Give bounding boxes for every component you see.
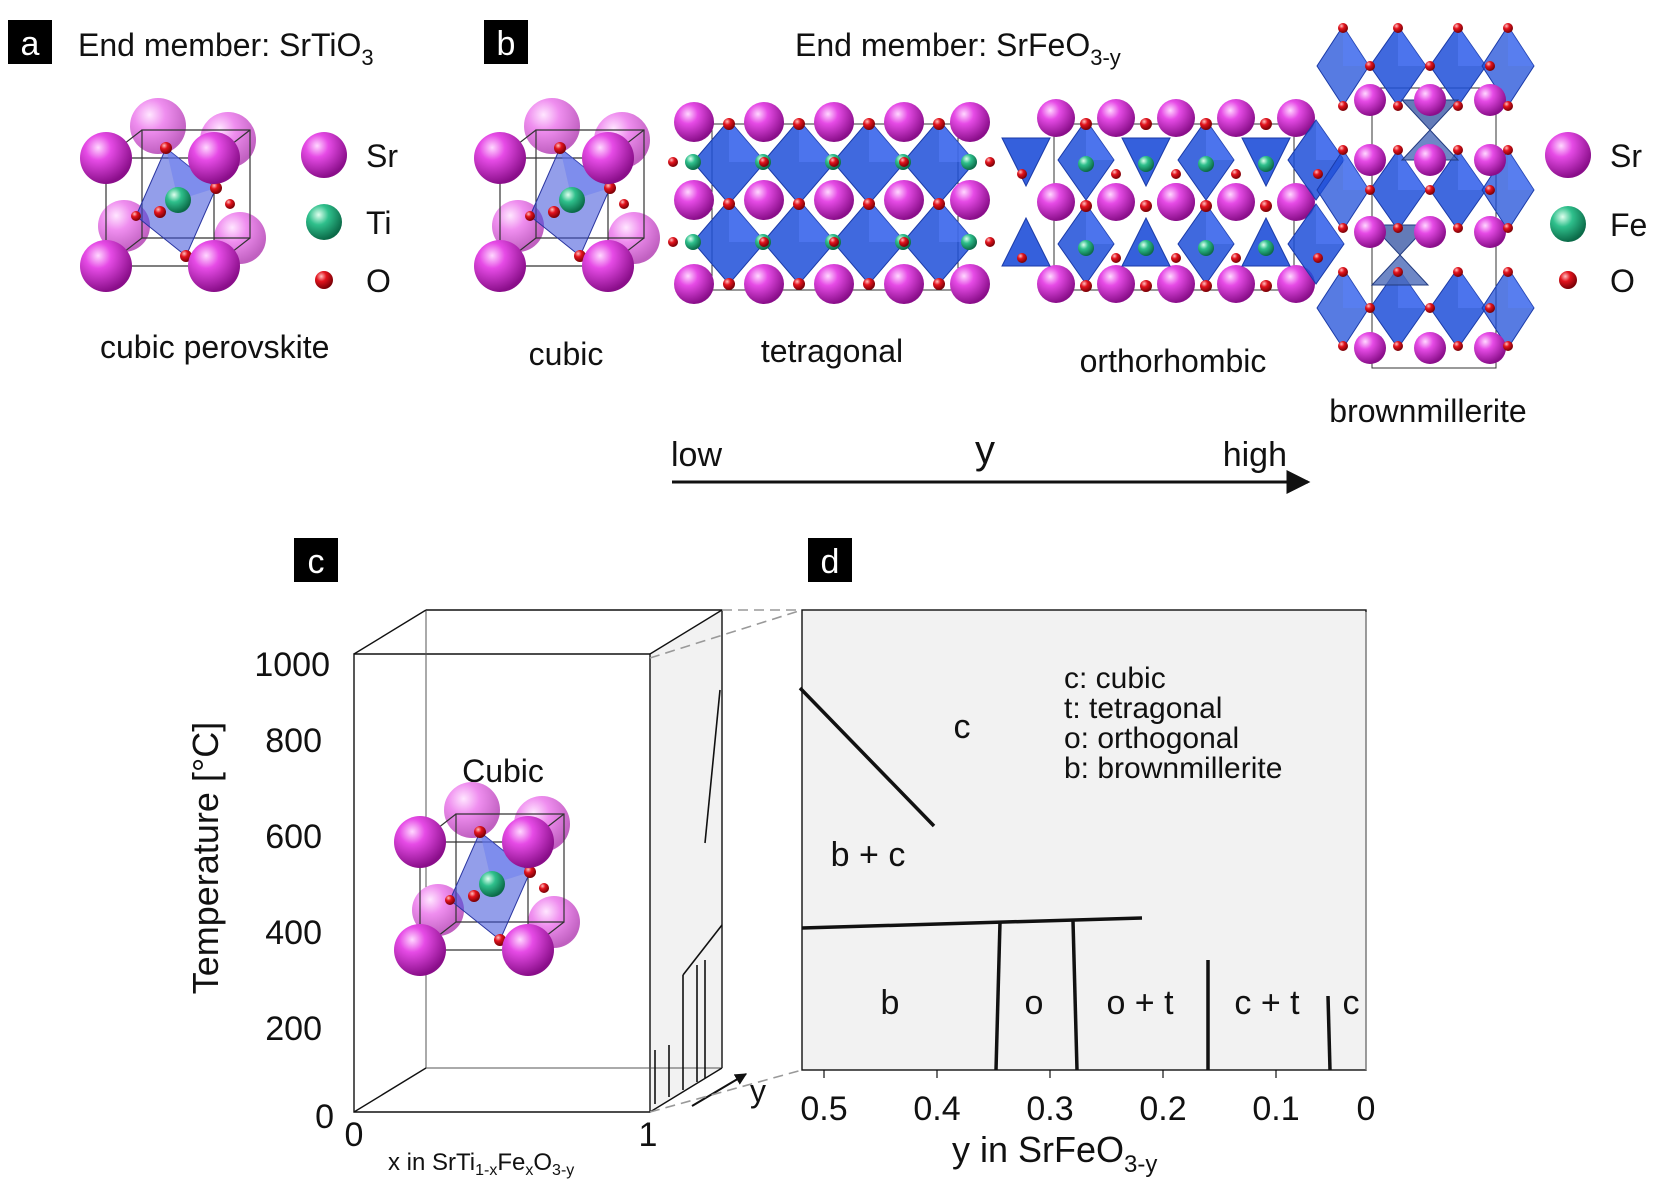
legend-sr-sphere [301, 132, 347, 178]
xtick-0: 0 [345, 1116, 364, 1154]
panel-d-legend: c: cubic t: tetragonal o: orthogonal b: … [1064, 662, 1282, 785]
panel-a-tag-text: a [21, 25, 40, 63]
panel-d-xlabel: y in SrFeO3-y [952, 1129, 1157, 1178]
panel-d-regions: c b + c b o o + t c + t c [831, 708, 1360, 1022]
panel-c-ylabel: Temperature [°C] [185, 722, 226, 995]
region-c-plus-t: c + t [1234, 984, 1300, 1022]
boundary-b-o [994, 921, 1002, 1071]
panel-b-label-tetragonal: tetragonal [761, 333, 903, 369]
legend-d-cubic: c: cubic [1064, 662, 1166, 695]
xtick-d-0.4: 0.4 [913, 1090, 960, 1128]
legend-d-brownmillerite: b: brownmillerite [1064, 752, 1282, 785]
arrow-low-label: low [671, 436, 722, 474]
panel-c-right-face [650, 610, 722, 1112]
panel-c-xlabel: x in SrTi1-xFexO3-y [388, 1149, 574, 1179]
panel-d: d c b + c b o o + t c + t c c: cubic t: [798, 538, 1375, 1178]
boundary-o-ot [1071, 920, 1079, 1071]
panel-b-tag: b [484, 20, 528, 64]
panel-d-xticks: 0.5 0.4 0.3 0.2 0.1 0 [800, 1090, 1375, 1128]
ytick-800: 800 [265, 722, 322, 760]
legend-b-o-sphere [1559, 271, 1577, 289]
zoom-line-top [649, 609, 803, 659]
panel-c-depth-label: y [750, 1073, 766, 1109]
panel-b-label-cubic: cubic [529, 336, 604, 372]
legend-b-fe-sphere [1550, 206, 1586, 242]
panel-a: a End member: SrTiO3 Sr Ti O cubic perov… [8, 20, 398, 365]
ytick-400: 400 [265, 914, 322, 952]
panel-b-label-brownmillerite: brownmillerite [1329, 393, 1526, 429]
panel-c-tag: c [294, 538, 338, 582]
region-c-top: c [954, 708, 971, 746]
panel-c-yticks: 1000 800 600 400 200 0 [254, 646, 334, 1136]
legend-o-sphere [315, 271, 333, 289]
panel-b-tag-text: b [497, 25, 516, 63]
panel-d-tag: d [808, 538, 852, 582]
panel-d-plot-area [801, 609, 1367, 1071]
panel-d-tag-text: d [821, 543, 840, 581]
xtick-d-0.1: 0.1 [1252, 1090, 1299, 1128]
ytick-0: 0 [315, 1098, 334, 1136]
zoom-line-bottom [649, 1069, 803, 1113]
panel-b-label-orthorhombic: orthorhombic [1080, 343, 1267, 379]
region-b: b [881, 984, 900, 1022]
panel-b-orthorhombic-structure [1001, 99, 1345, 303]
boundary-ct-c [1326, 995, 1332, 1071]
panel-c-depth-arrow [691, 1073, 748, 1107]
ytick-600: 600 [265, 818, 322, 856]
panel-a-tag: a [8, 20, 52, 64]
xtick-d-0.2: 0.2 [1139, 1090, 1186, 1128]
panel-a-title: End member: SrTiO3 [78, 27, 374, 70]
panel-a-cubic-structure [79, 97, 267, 293]
ytick-200: 200 [265, 1010, 322, 1048]
panel-b-title: End member: SrFeO3-y [795, 27, 1121, 70]
legend-sr-label: Sr [366, 138, 398, 174]
panel-c-face-lines [654, 689, 723, 1104]
xtick-1: 1 [639, 1116, 658, 1154]
legend-ti-label: Ti [366, 205, 391, 241]
legend-d-orthogonal: o: orthogonal [1064, 722, 1239, 755]
xtick-d-0: 0 [1357, 1090, 1376, 1128]
legend-b-fe-label: Fe [1610, 207, 1647, 243]
panel-c-tag-text: c [308, 543, 325, 581]
panel-c: c 1000 800 600 400 200 0 T [185, 538, 803, 1179]
arrow-high-label: high [1223, 436, 1287, 474]
panel-a-legend: Sr Ti O [301, 132, 398, 299]
panel-b-brownmillerite-structure [1316, 23, 1535, 369]
legend-b-o-label: O [1610, 263, 1635, 299]
boundary-b-c [798, 686, 936, 828]
panel-c-cubic-structure [393, 781, 581, 977]
region-o: o [1025, 984, 1044, 1022]
panel-d-tick-marks [823, 1070, 1277, 1078]
legend-o-label: O [366, 263, 391, 299]
region-b-plus-c: b + c [831, 836, 906, 874]
panel-a-structure-label: cubic perovskite [100, 329, 329, 365]
legend-d-tetragonal: t: tetragonal [1064, 692, 1222, 725]
legend-b-sr-sphere [1545, 132, 1591, 178]
xtick-d-0.5: 0.5 [800, 1090, 847, 1128]
panel-b-legend: Sr Fe O [1545, 132, 1647, 299]
panel-b-tetragonal-structure [668, 102, 995, 304]
region-o-plus-t: o + t [1106, 984, 1174, 1022]
ytick-1000: 1000 [254, 646, 330, 684]
panel-d-boundaries [798, 686, 1332, 1071]
legend-b-sr-label: Sr [1610, 138, 1642, 174]
boundary-400C [801, 916, 1143, 930]
panel-b: b End member: SrFeO3-y cubic tetragonal … [473, 20, 1647, 494]
legend-ti-sphere [306, 204, 342, 240]
panel-b-cubic-structure [473, 97, 661, 293]
panel-b-y-arrow: low y high [671, 428, 1311, 494]
xtick-d-0.3: 0.3 [1026, 1090, 1073, 1128]
arrow-y-label: y [975, 428, 995, 472]
region-c-right: c [1343, 984, 1360, 1022]
